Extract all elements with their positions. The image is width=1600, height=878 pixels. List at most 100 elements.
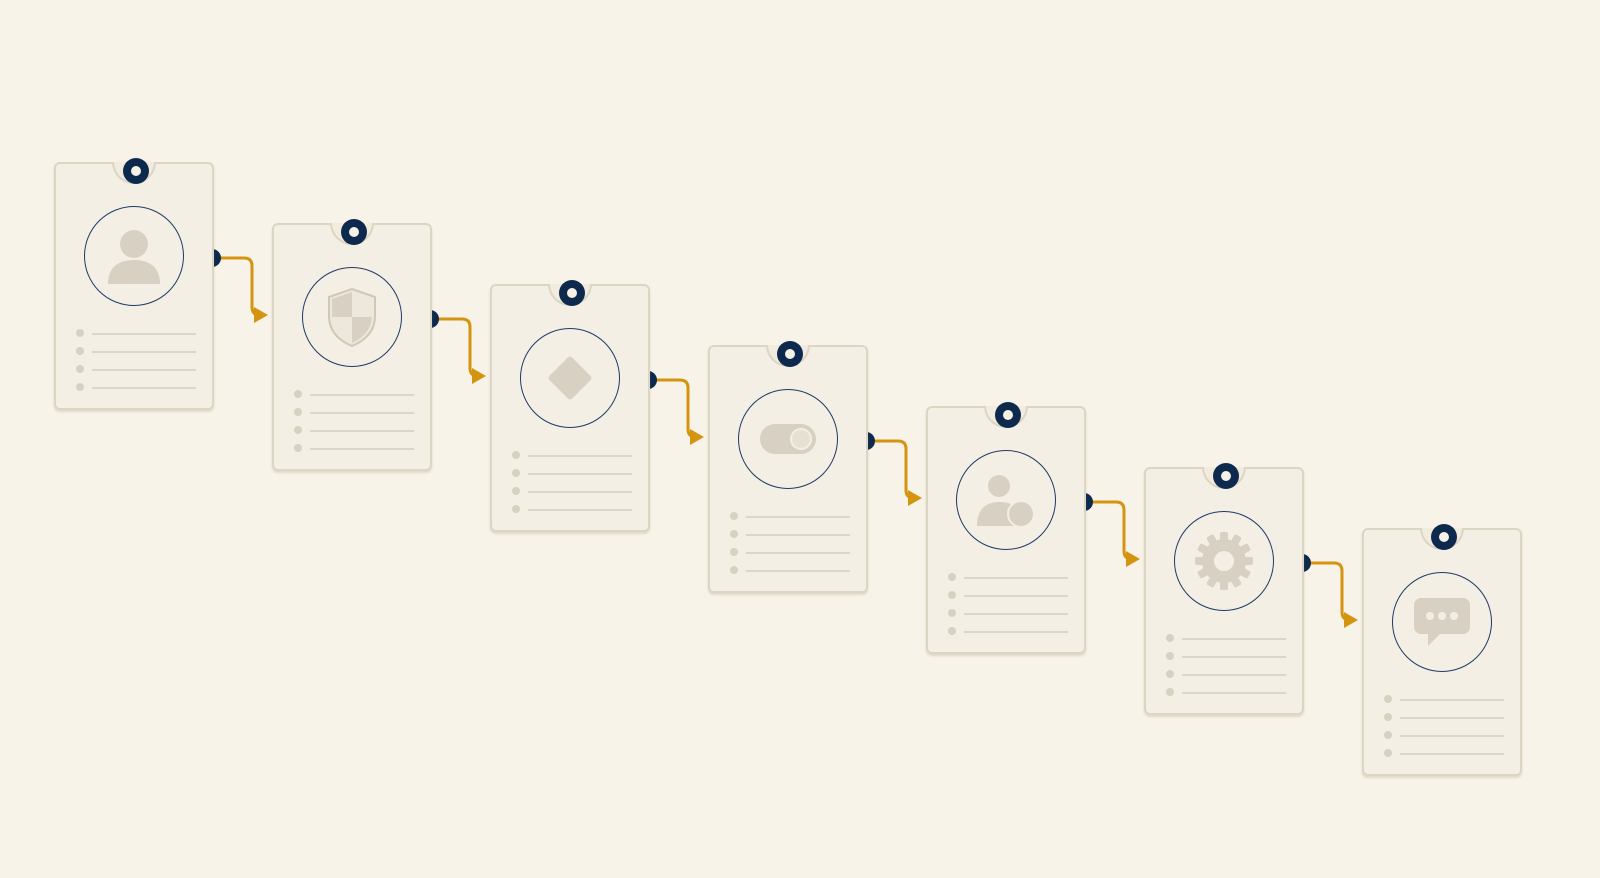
icon-medallion bbox=[302, 267, 402, 367]
step-card bbox=[1144, 463, 1304, 715]
diamond-icon bbox=[542, 350, 598, 406]
user-group-icon bbox=[975, 472, 1037, 528]
bullet-row bbox=[730, 509, 850, 527]
gear-icon bbox=[1193, 530, 1255, 592]
bullet-row bbox=[294, 387, 414, 405]
bullet-dot bbox=[1384, 731, 1392, 739]
pin-icon bbox=[1431, 524, 1457, 550]
icon-medallion bbox=[1392, 572, 1492, 672]
text-placeholder-line bbox=[1182, 656, 1286, 658]
bullet-row bbox=[1166, 685, 1286, 703]
bullet-row bbox=[1166, 667, 1286, 685]
pin-icon bbox=[559, 280, 585, 306]
step-card bbox=[926, 402, 1086, 654]
arrowhead-icon bbox=[1126, 551, 1140, 567]
step-card bbox=[54, 158, 214, 410]
bullet-dot bbox=[948, 627, 956, 635]
bullet-row bbox=[1166, 631, 1286, 649]
text-placeholder-line bbox=[1182, 638, 1286, 640]
bullet-row bbox=[948, 606, 1068, 624]
bullet-list bbox=[730, 509, 850, 581]
bullet-dot bbox=[76, 365, 84, 373]
text-placeholder-line bbox=[964, 631, 1068, 633]
step-card bbox=[1362, 524, 1522, 776]
bullet-list bbox=[948, 570, 1068, 642]
text-placeholder-line bbox=[964, 613, 1068, 615]
text-placeholder-line bbox=[746, 570, 850, 572]
bullet-row bbox=[294, 423, 414, 441]
bullet-row bbox=[76, 326, 196, 344]
text-placeholder-line bbox=[92, 333, 196, 335]
pin-icon bbox=[341, 219, 367, 245]
connector-line bbox=[212, 256, 261, 317]
bullet-row bbox=[512, 466, 632, 484]
text-placeholder-line bbox=[92, 387, 196, 389]
text-placeholder-line bbox=[746, 516, 850, 518]
bullet-dot bbox=[76, 383, 84, 391]
pin-icon bbox=[777, 341, 803, 367]
bullet-row bbox=[76, 344, 196, 362]
text-placeholder-line bbox=[746, 552, 850, 554]
bullet-row bbox=[730, 563, 850, 581]
text-placeholder-line bbox=[528, 509, 632, 511]
bullet-row bbox=[294, 405, 414, 423]
text-placeholder-line bbox=[1182, 674, 1286, 676]
step-card bbox=[272, 219, 432, 471]
bullet-dot bbox=[294, 390, 302, 398]
arrowhead-icon bbox=[908, 490, 922, 506]
bullet-row bbox=[730, 527, 850, 545]
icon-medallion bbox=[738, 389, 838, 489]
bullet-dot bbox=[1384, 713, 1392, 721]
chat-bubble-icon bbox=[1412, 596, 1472, 648]
bullet-row bbox=[294, 441, 414, 459]
connector-line bbox=[1302, 561, 1351, 622]
shield-icon bbox=[326, 286, 378, 348]
connector-line bbox=[648, 378, 697, 439]
pin-icon bbox=[1213, 463, 1239, 489]
bullet-dot bbox=[948, 609, 956, 617]
bullet-dot bbox=[1166, 652, 1174, 660]
text-placeholder-line bbox=[310, 448, 414, 450]
bullet-dot bbox=[1384, 695, 1392, 703]
bullet-list bbox=[1166, 631, 1286, 703]
bullet-dot bbox=[512, 505, 520, 513]
user-icon bbox=[106, 226, 162, 286]
bullet-dot bbox=[948, 573, 956, 581]
bullet-row bbox=[512, 484, 632, 502]
arrowhead-icon bbox=[690, 429, 704, 445]
connector-line bbox=[430, 317, 479, 378]
bullet-dot bbox=[730, 512, 738, 520]
arrowhead-icon bbox=[472, 368, 486, 384]
bullet-row bbox=[948, 588, 1068, 606]
bullet-dot bbox=[512, 487, 520, 495]
bullet-dot bbox=[1166, 688, 1174, 696]
bullet-row bbox=[76, 362, 196, 380]
bullet-row bbox=[730, 545, 850, 563]
bullet-dot bbox=[76, 347, 84, 355]
text-placeholder-line bbox=[964, 595, 1068, 597]
icon-medallion bbox=[520, 328, 620, 428]
arrowhead-icon bbox=[1344, 612, 1358, 628]
bullet-list bbox=[76, 326, 196, 398]
bullet-dot bbox=[730, 566, 738, 574]
bullet-row bbox=[1384, 728, 1504, 746]
bullet-row bbox=[1384, 692, 1504, 710]
bullet-row bbox=[1384, 710, 1504, 728]
bullet-dot bbox=[512, 451, 520, 459]
bullet-row bbox=[512, 502, 632, 520]
text-placeholder-line bbox=[528, 473, 632, 475]
bullet-list bbox=[1384, 692, 1504, 764]
icon-medallion bbox=[956, 450, 1056, 550]
text-placeholder-line bbox=[1400, 753, 1504, 755]
text-placeholder-line bbox=[528, 491, 632, 493]
bullet-row bbox=[948, 570, 1068, 588]
text-placeholder-line bbox=[310, 430, 414, 432]
bullet-dot bbox=[76, 329, 84, 337]
bullet-row bbox=[512, 448, 632, 466]
bullet-dot bbox=[1384, 749, 1392, 757]
bullet-dot bbox=[1166, 670, 1174, 678]
bullet-dot bbox=[730, 530, 738, 538]
pin-icon bbox=[123, 158, 149, 184]
bullet-dot bbox=[294, 408, 302, 416]
bullet-row bbox=[76, 380, 196, 398]
